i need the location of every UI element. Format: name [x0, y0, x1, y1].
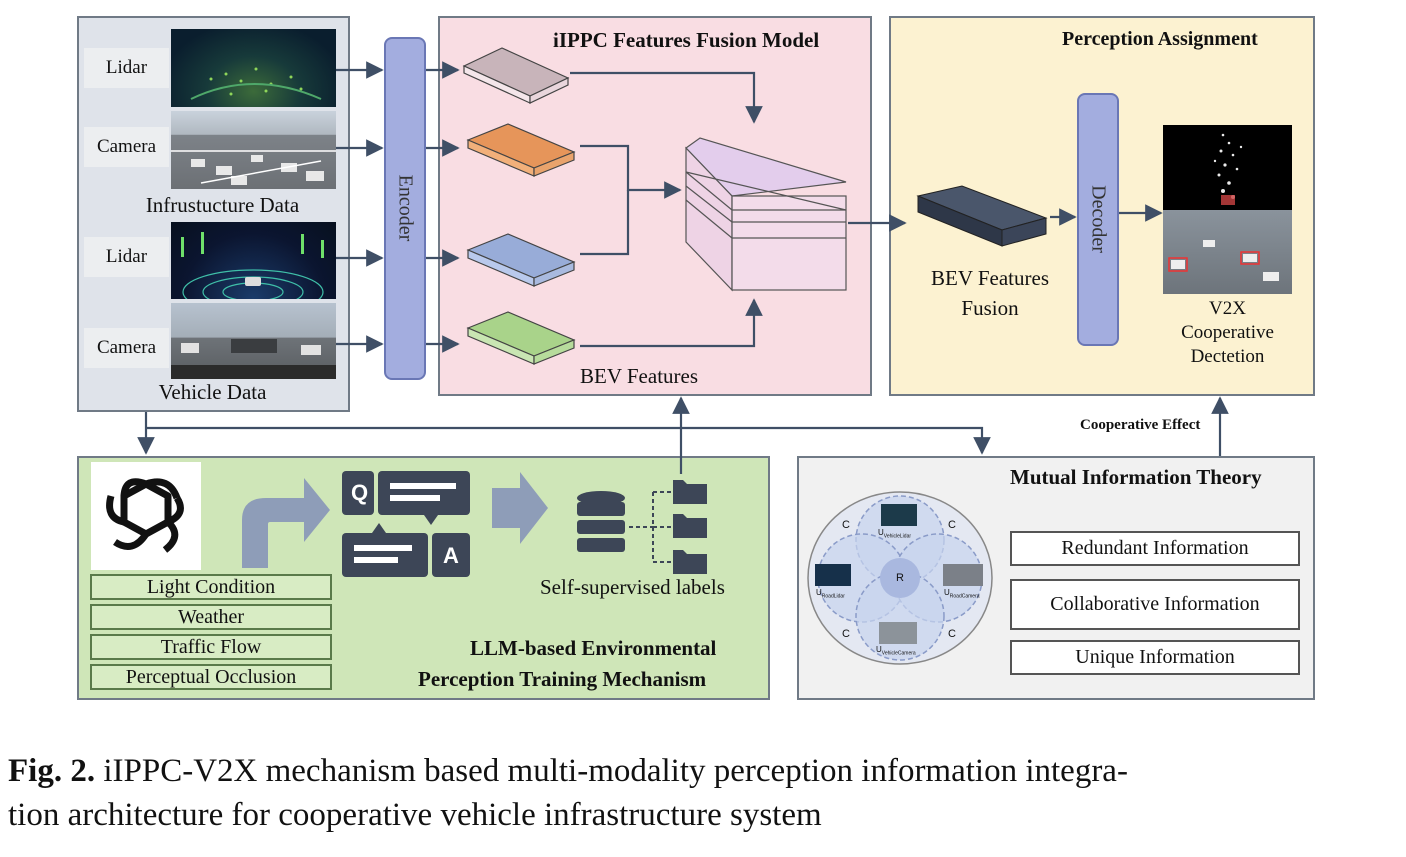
- infra-lidar-image: [171, 29, 336, 107]
- u-road-camera-u: U: [944, 588, 950, 597]
- figure-caption-prefix: Fig. 2.: [8, 753, 96, 789]
- infra-camera-label: Camera: [84, 127, 169, 167]
- veh-camera-image: [171, 303, 336, 379]
- decoder-label: Decoder: [1087, 185, 1110, 253]
- u-road-lidar-sub: RoadLidar: [821, 593, 845, 600]
- env-item-traffic-flow: Traffic Flow: [90, 634, 332, 660]
- venn-c-bottom-right: C: [948, 628, 956, 640]
- u-road-lidar-label: URoadLidar: [816, 588, 845, 600]
- bev-features-label: BEV Features: [580, 364, 699, 388]
- venn-center-label: R: [896, 572, 904, 584]
- figure-caption-text1: iIPPC-V2X mechanism based multi-modality…: [103, 753, 1128, 789]
- v2x-label-2: Cooperative: [1181, 322, 1274, 343]
- infra-lidar-label: Lidar: [84, 48, 169, 88]
- u-vehicle-camera-sub: VehicleCamera: [881, 650, 916, 657]
- env-item-light-condition: Light Condition: [90, 574, 332, 600]
- figure-caption-line1: Fig. 2. iIPPC-V2X mechanism based multi-…: [8, 753, 1128, 790]
- v2x-label-3: Dectetion: [1190, 346, 1265, 367]
- qa-chat-icon: [342, 471, 470, 579]
- u-vehicle-camera-u: U: [876, 645, 882, 654]
- env-title-line1: LLM-based Environmental: [470, 636, 717, 660]
- veh-lidar-label: Lidar: [84, 237, 169, 277]
- encoder-block: [384, 37, 426, 380]
- decoder-block: [1077, 93, 1119, 346]
- bev-fusion-label-2: Fusion: [961, 296, 1019, 320]
- venn-c-top-left: C: [842, 519, 850, 531]
- veh-lidar-image: [171, 222, 336, 299]
- u-road-camera-sub: RoadCamera: [949, 593, 980, 600]
- a-letter: A: [443, 543, 459, 568]
- infra-data-caption: Infrustucture Data: [145, 193, 300, 217]
- vehicle-data-caption: Vehicle Data: [158, 380, 267, 404]
- env-title-line2: Perception Training Mechanism: [418, 667, 707, 691]
- u-vehicle-camera-label: UVehicleCamera: [876, 645, 916, 657]
- venn-diagram: [805, 488, 995, 668]
- q-letter: Q: [351, 480, 369, 505]
- mi-item-collaborative: Collaborative Information: [1010, 579, 1300, 630]
- figure-caption-line2: tion architecture for cooperative vehicl…: [8, 797, 822, 833]
- v2x-pointcloud-image: [1163, 125, 1292, 210]
- veh-camera-label: Camera: [84, 328, 169, 368]
- u-vehicle-lidar-sub: VehicleLidar: [883, 533, 912, 540]
- u-road-lidar-u: U: [816, 588, 822, 597]
- mi-item-redundant: Redundant Information: [1010, 531, 1300, 566]
- v2x-camera-image: [1163, 210, 1292, 294]
- env-item-perceptual-occlusion: Perceptual Occlusion: [90, 664, 332, 690]
- bev-fusion-label-1: BEV Features: [930, 266, 1049, 290]
- venn-c-top-right: C: [948, 519, 956, 531]
- mutual-info-title: Mutual Information Theory: [1010, 465, 1262, 489]
- llm-logo: [91, 462, 201, 570]
- u-road-camera-label: URoadCamera: [944, 588, 980, 600]
- perception-title: Perception Assignment: [1062, 28, 1258, 50]
- env-item-weather: Weather: [90, 604, 332, 630]
- u-vehicle-lidar-label: UVehicleLidar: [878, 528, 911, 540]
- self-supervised-labels-caption: Self-supervised labels: [540, 575, 725, 599]
- mi-item-unique: Unique Information: [1010, 640, 1300, 675]
- fusion-title: iIPPC Features Fusion Model: [553, 28, 820, 52]
- u-vehicle-lidar-u: U: [878, 528, 884, 537]
- v2x-label-1: V2X: [1209, 298, 1246, 319]
- database-folders-icon: [575, 470, 715, 576]
- infra-camera-image: [171, 111, 336, 189]
- encoder-label: Encoder: [394, 174, 417, 242]
- venn-c-bottom-left: C: [842, 628, 850, 640]
- fusion-model-panel: [438, 16, 872, 396]
- cooperative-effect-label: Cooperative Effect: [1080, 417, 1201, 433]
